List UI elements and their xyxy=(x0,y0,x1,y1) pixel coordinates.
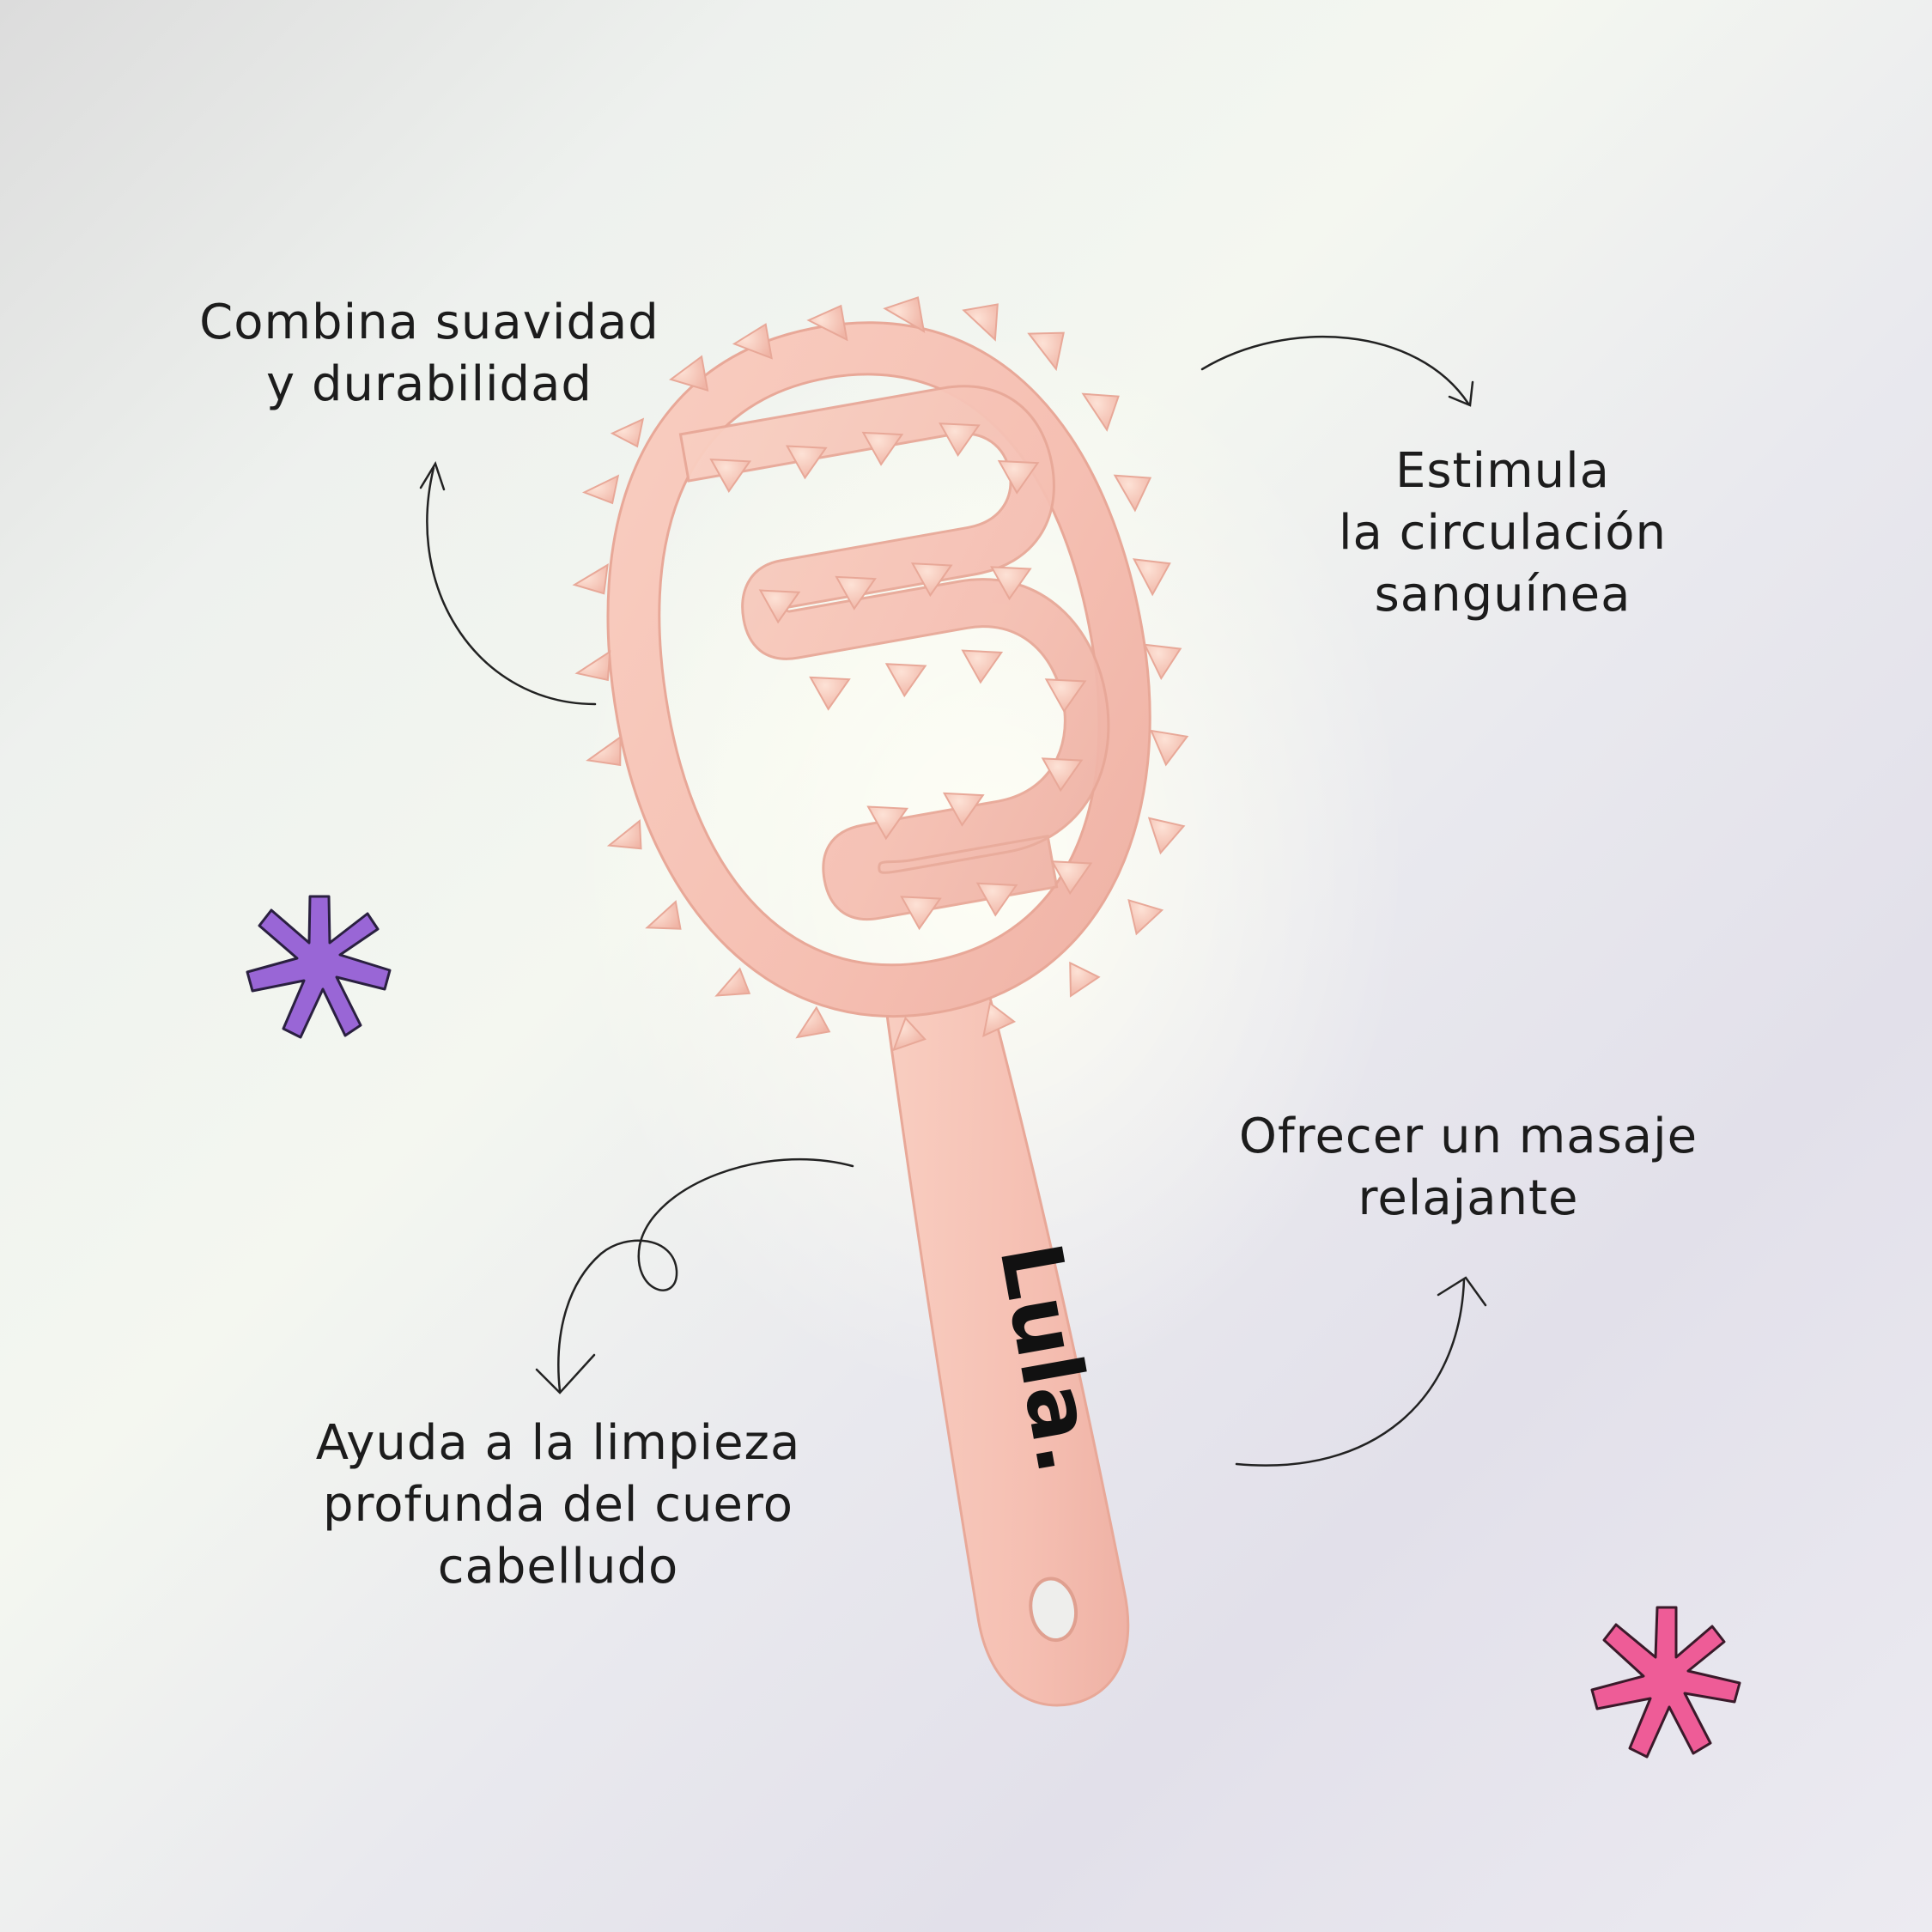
feature-circulation-line1: Estimula xyxy=(1395,443,1610,499)
bristles xyxy=(572,296,1189,1052)
bristles-inner xyxy=(709,422,1093,931)
brush-handle xyxy=(884,984,1130,1707)
feature-softness-line1: Combina suavidad xyxy=(199,295,659,350)
feature-cleaning: Ayuda a la limpieza profunda del cuero c… xyxy=(283,1413,833,1598)
asterisk-pink-icon xyxy=(1590,1606,1741,1759)
feature-massage: Ofrecer un masaje relajante xyxy=(1194,1106,1743,1230)
arrow-icon xyxy=(1235,1276,1487,1467)
feature-circulation: Estimula la circulación sanguínea xyxy=(1271,440,1735,626)
asterisk-purple-icon xyxy=(246,895,392,1039)
feature-cleaning-line1: Ayuda a la limpieza xyxy=(315,1415,801,1471)
feature-softness-line2: y durabilidad xyxy=(266,356,592,412)
feature-cleaning-line3: cabelludo xyxy=(437,1539,679,1595)
handle-hole xyxy=(1029,1577,1078,1643)
feature-massage-line2: relajante xyxy=(1358,1170,1579,1226)
feature-massage-line1: Ofrecer un masaje xyxy=(1238,1109,1698,1164)
arrow-icon xyxy=(419,461,597,706)
feature-circulation-line3: sanguínea xyxy=(1374,567,1631,623)
feature-circulation-line2: la circulación xyxy=(1338,505,1668,561)
arrow-icon xyxy=(1200,335,1474,407)
feature-cleaning-line2: profunda del cuero xyxy=(322,1477,794,1533)
feature-softness: Combina suavidad y durabilidad xyxy=(155,292,704,416)
arrow-icon xyxy=(535,1157,854,1394)
